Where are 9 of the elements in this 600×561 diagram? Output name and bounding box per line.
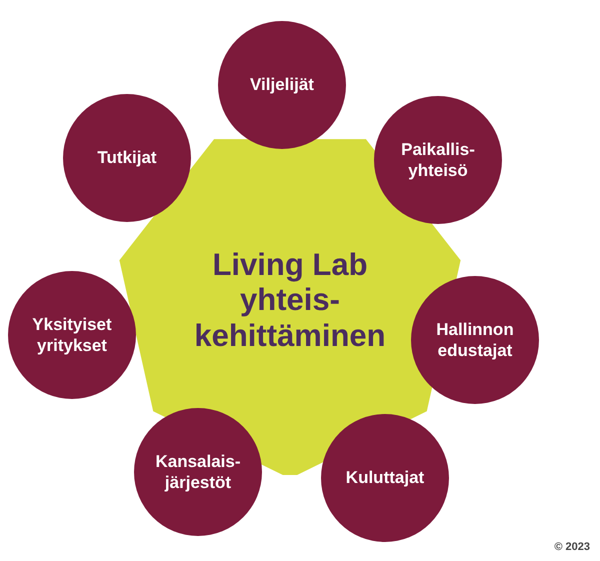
node-label: Viljelijät — [249, 74, 315, 96]
node-label: Living Lab yhteis- kehittäminen — [193, 246, 387, 354]
node-label: Kuluttajat — [344, 467, 426, 489]
node-label: Hallinnon edustajat — [435, 318, 515, 362]
node-label: Paikallis- yhteisö — [400, 138, 476, 182]
node-label: Kansalais- järjestöt — [154, 450, 242, 494]
copyright-note: © 2023 — [554, 541, 590, 553]
node-label: Tutkijat — [96, 147, 158, 169]
node-label: Yksityiset yritykset — [31, 314, 113, 356]
